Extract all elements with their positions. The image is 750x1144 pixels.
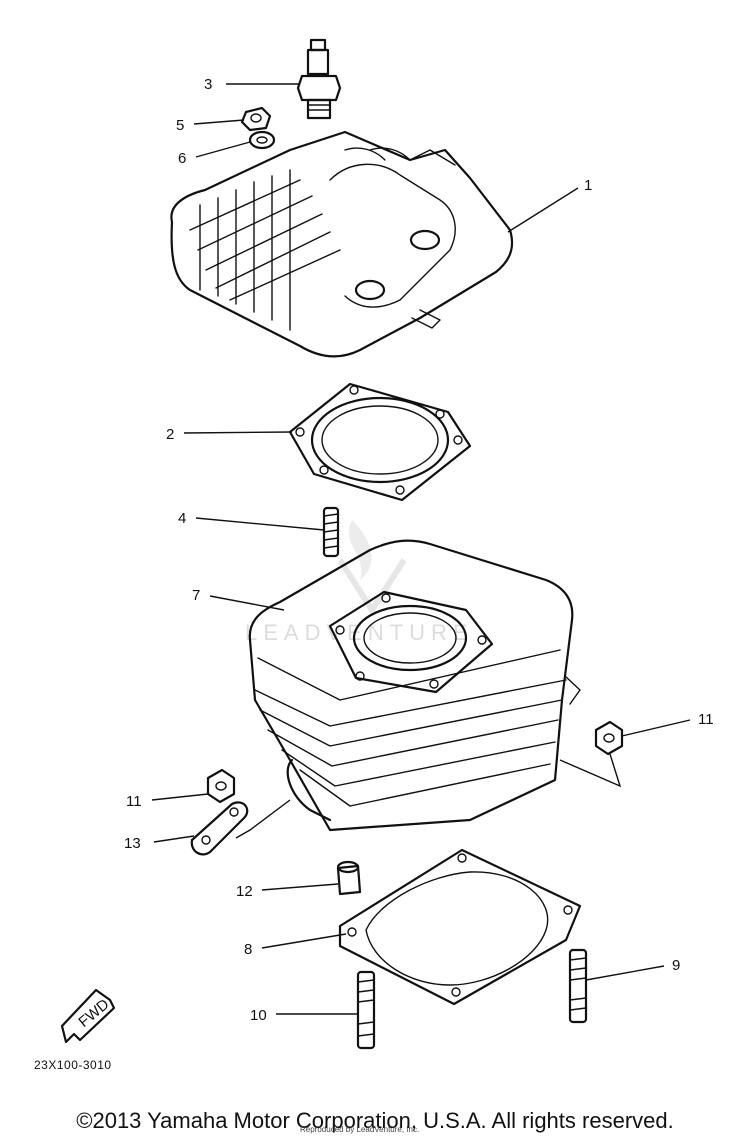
reproduced-note: Reproduced by LeadVenture, Inc. [300, 1125, 420, 1134]
callout-11-right: 11 [698, 711, 714, 728]
callout-13: 13 [124, 835, 141, 852]
leader-lines [151, 83, 691, 1015]
callout-4: 4 [178, 510, 186, 527]
watermark-text: LEADVENTURE [245, 620, 474, 645]
cylinder-stud-left [356, 970, 376, 1050]
callout-12: 12 [236, 883, 253, 900]
washer [248, 130, 276, 150]
watermark: LEADVENTURE [245, 520, 474, 645]
cylinder-head-nut [240, 106, 272, 132]
fwd-arrow-icon: FWD [60, 988, 116, 1044]
spark-plug [296, 38, 342, 120]
callout-11-left: 11 [126, 793, 142, 810]
cylinder-stud-top [322, 506, 340, 558]
callout-6: 6 [178, 150, 186, 167]
head-gasket [288, 382, 472, 502]
bracket [190, 801, 249, 856]
diagram-code: 23X100-3010 [34, 1058, 112, 1072]
callout-numbers: 3 5 6 1 2 4 7 11 11 13 12 8 9 10 [124, 76, 714, 1024]
callout-8: 8 [244, 941, 252, 958]
callout-7: 7 [192, 587, 200, 604]
callout-2: 2 [166, 426, 174, 443]
base-gasket [338, 848, 582, 1006]
callout-9: 9 [672, 957, 680, 974]
callout-1: 1 [584, 177, 592, 194]
cylinder-nut-right [594, 720, 624, 756]
callout-3: 3 [204, 76, 212, 93]
copyright-notice: ©2013 Yamaha Motor Corporation, U.S.A. A… [76, 1108, 674, 1133]
callout-10: 10 [250, 1007, 267, 1024]
callout-5: 5 [176, 117, 184, 134]
cylinder [248, 539, 581, 832]
cylinder-stud-right [568, 948, 588, 1024]
dowel-pin [336, 860, 362, 896]
cylinder-head [170, 130, 514, 358]
cylinder-nut-left [206, 768, 236, 804]
